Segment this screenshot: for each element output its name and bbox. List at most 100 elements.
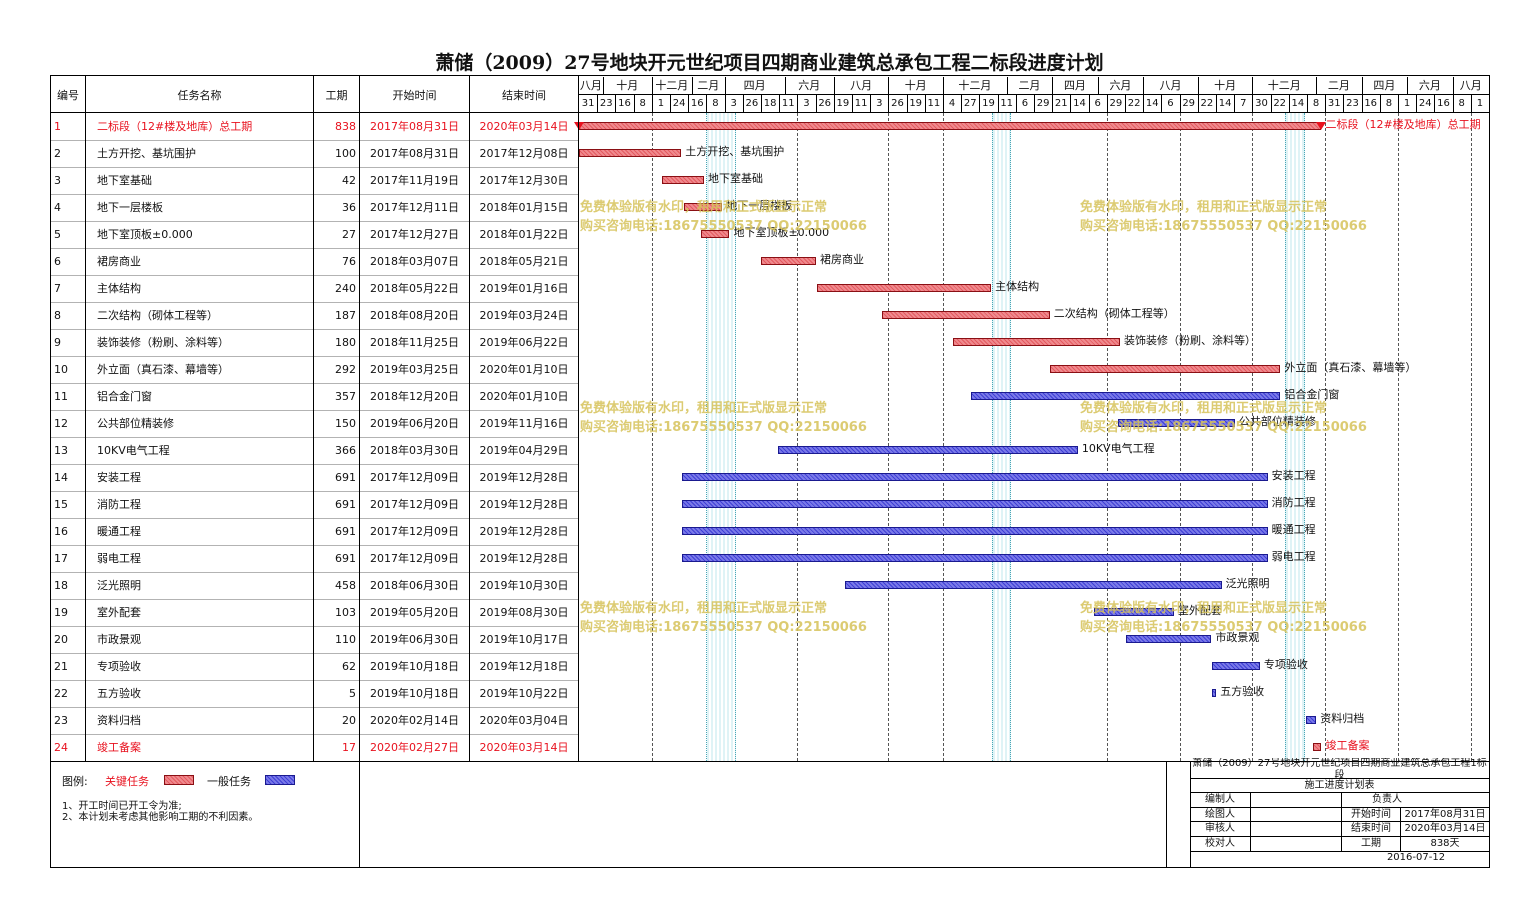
grid-line xyxy=(1470,113,1472,761)
row-divider xyxy=(51,221,578,222)
tb-start: 2017年08月31日 xyxy=(1404,809,1486,820)
day-tick xyxy=(1161,95,1163,112)
month-label: 六月 xyxy=(1418,79,1441,92)
day-label: 14 xyxy=(1218,98,1232,109)
task-bar xyxy=(661,176,704,184)
task-end: 2020年03月14日 xyxy=(479,120,569,133)
task-bar-label: 市政景观 xyxy=(1215,631,1260,644)
task-name: 弱电工程 xyxy=(97,552,141,565)
day-tick xyxy=(670,95,671,112)
task-name: 公共部位精装修 xyxy=(97,417,174,430)
task-end: 2018年05月21日 xyxy=(479,255,569,268)
day-tick xyxy=(706,95,708,112)
task-end: 2019年12月28日 xyxy=(479,471,569,484)
task-name: 五方验收 xyxy=(97,687,141,700)
month-tick xyxy=(943,77,944,94)
day-label: 3 xyxy=(876,98,883,109)
header-name: 任务名称 xyxy=(177,89,222,102)
task-end: 2018年01月15日 xyxy=(479,201,569,214)
task-name: 主体结构 xyxy=(97,282,141,295)
task-name: 外立面（真石漆、幕墙等） xyxy=(97,363,229,376)
month-tick xyxy=(1252,77,1254,94)
row-divider xyxy=(51,194,578,195)
task-bar xyxy=(682,473,1268,481)
task-id: 12 xyxy=(54,417,68,430)
task-name: 10KV电气工程 xyxy=(97,444,170,457)
task-duration: 357 xyxy=(335,390,356,403)
day-tick xyxy=(633,95,635,112)
day-tick xyxy=(1197,95,1199,112)
task-end: 2019年10月22日 xyxy=(479,687,569,700)
day-label: 8 xyxy=(712,98,719,109)
task-start: 2017年11月19日 xyxy=(370,174,459,187)
day-tick xyxy=(906,95,908,112)
task-id: 7 xyxy=(54,282,61,295)
task-duration: 5 xyxy=(349,687,356,700)
task-id: 22 xyxy=(54,687,68,700)
task-name: 资料归档 xyxy=(97,714,141,727)
month-tick xyxy=(602,77,604,94)
day-label: 6 xyxy=(1094,98,1101,109)
day-tick xyxy=(1416,95,1418,112)
month-label: 八月 xyxy=(1159,79,1182,92)
day-label: 11 xyxy=(927,98,941,109)
day-label: 3 xyxy=(730,98,737,109)
day-tick xyxy=(833,95,835,112)
day-label: 7 xyxy=(1240,98,1247,109)
task-end: 2019年12月28日 xyxy=(479,552,569,565)
header-duration: 工期 xyxy=(325,89,348,102)
month-label: 六月 xyxy=(798,79,821,92)
task-bar xyxy=(1306,716,1317,724)
day-label: 1 xyxy=(1476,98,1484,109)
task-duration: 100 xyxy=(335,147,356,160)
day-tick xyxy=(597,95,599,112)
task-duration: 691 xyxy=(335,471,356,484)
day-tick xyxy=(688,95,690,112)
task-end: 2019年08月30日 xyxy=(479,606,569,619)
tb-line xyxy=(1190,836,1489,837)
month-label: 十月 xyxy=(1214,79,1237,92)
day-tick xyxy=(1398,95,1399,112)
task-start: 2017年12月27日 xyxy=(370,228,459,241)
day-tick xyxy=(1143,95,1145,112)
task-start: 2019年10月18日 xyxy=(370,660,459,673)
day-label: 8 xyxy=(1458,98,1465,109)
month-tick xyxy=(1097,77,1099,94)
day-tick xyxy=(1015,95,1017,112)
grid-line xyxy=(651,113,653,761)
day-label: 22 xyxy=(1127,98,1141,109)
task-bar-label: 二标段（12#楼及地库）总工期 xyxy=(1325,118,1481,131)
month-tick xyxy=(724,77,726,94)
day-tick xyxy=(888,95,890,112)
tb-duration-label: 工期 xyxy=(1361,838,1381,849)
month-tick xyxy=(1052,77,1054,94)
tb-doc: 施工进度计划表 xyxy=(1304,780,1375,791)
task-name: 土方开挖、基坑围护 xyxy=(97,147,196,160)
row-divider xyxy=(51,653,578,654)
table-col-line xyxy=(578,76,579,761)
header-divider xyxy=(51,112,1489,113)
task-end: 2019年06月22日 xyxy=(479,336,569,349)
task-bar xyxy=(1126,635,1212,643)
task-duration: 691 xyxy=(335,552,356,565)
task-bar-label: 竣工备案 xyxy=(1325,739,1370,752)
task-id: 14 xyxy=(54,471,68,484)
task-start: 2017年12月09日 xyxy=(370,525,459,538)
task-bar-label: 专项验收 xyxy=(1263,658,1308,671)
tb-line xyxy=(1400,808,1401,851)
day-label: 24 xyxy=(672,98,686,109)
task-end: 2019年03月24日 xyxy=(479,309,569,322)
month-tick xyxy=(1143,77,1145,94)
task-id: 5 xyxy=(54,228,61,241)
grid-line xyxy=(943,113,944,761)
task-bar-label: 地下室顶板±0.000 xyxy=(733,226,830,239)
task-bar xyxy=(816,284,992,292)
day-label: 18 xyxy=(763,98,777,109)
row-divider xyxy=(51,599,578,600)
task-name: 地下室顶板±0.000 xyxy=(97,228,193,241)
day-tick xyxy=(1052,95,1054,112)
task-name: 消防工程 xyxy=(97,498,141,511)
task-bar-label: 裙房商业 xyxy=(820,253,865,266)
month-tick xyxy=(833,77,835,94)
note-2: 2、本计划未考虑其他影响工期的不利因素。 xyxy=(62,812,259,823)
